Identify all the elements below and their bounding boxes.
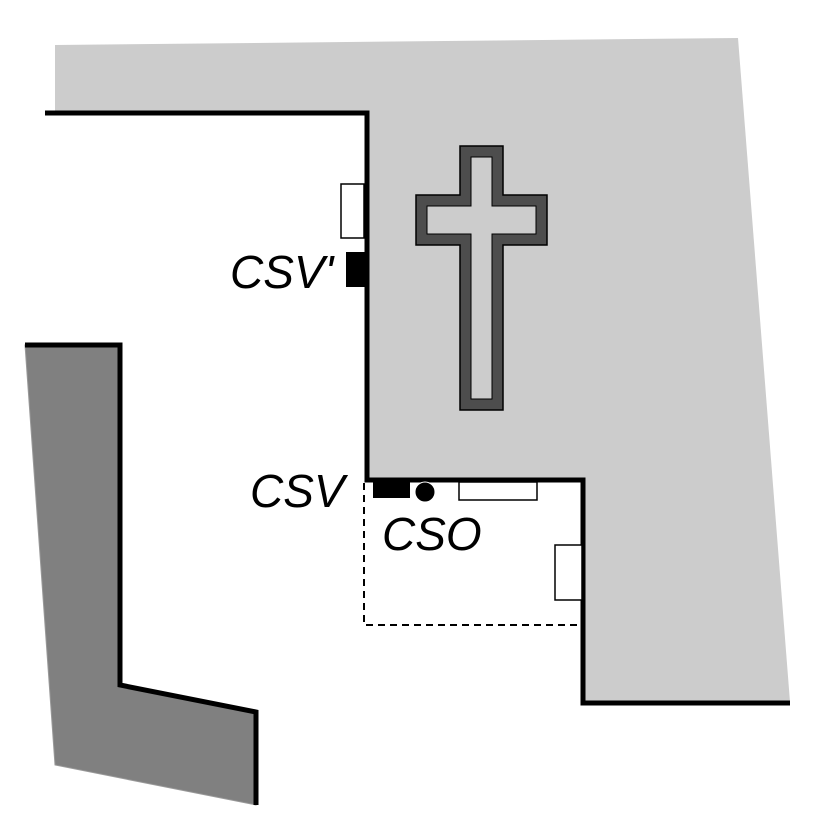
label-cso: CSO [382, 508, 482, 560]
window-box-upper [340, 183, 365, 239]
label-csv: CSV [250, 465, 349, 517]
main-building [55, 38, 790, 702]
csv-marker [373, 482, 410, 498]
side-wing-wall [25, 342, 259, 805]
window-box-right [554, 544, 583, 601]
building-wall [45, 110, 790, 706]
csv-prime-marker [346, 252, 365, 287]
cso-marker [414, 481, 436, 503]
label-csv-prime: CSV' [230, 246, 336, 298]
window-box-bottom [458, 481, 538, 501]
side-wing [24, 344, 257, 806]
cross-icon [415, 145, 548, 411]
annex-dashed-outline [363, 483, 583, 626]
